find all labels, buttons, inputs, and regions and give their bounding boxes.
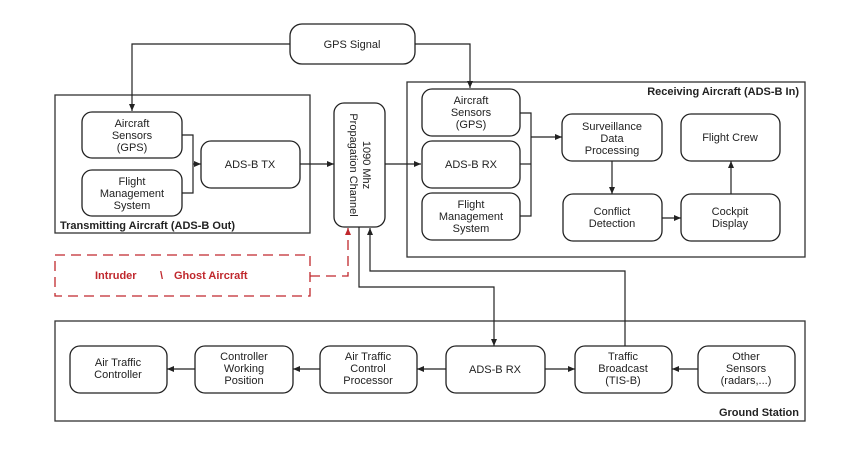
atc-processor-node: Air Traffic Control Processor <box>319 345 418 394</box>
surveillance-processing-node: Surveillance Data Processing <box>561 113 663 162</box>
propagation-channel-node: 1090 Mhz Propagation Channel <box>333 102 386 228</box>
connectors <box>129 43 734 372</box>
svg-text:Cockpit: Cockpit <box>712 206 749 218</box>
rx-fms-node: Flight Management System <box>421 192 521 241</box>
svg-text:ADS-B RX: ADS-B RX <box>469 364 522 376</box>
svg-text:(TIS-B): (TIS-B) <box>605 375 640 387</box>
svg-text:1090 Mhz: 1090 Mhz <box>360 141 372 189</box>
ground-ads-b-rx-node: ADS-B RX <box>445 345 546 394</box>
svg-text:Sensors: Sensors <box>726 363 767 375</box>
svg-text:Flight Crew: Flight Crew <box>702 132 758 144</box>
svg-text:Propagation Channel: Propagation Channel <box>347 113 359 216</box>
svg-text:Aircraft: Aircraft <box>115 118 150 130</box>
cockpit-display-node: Cockpit Display <box>680 193 781 242</box>
rx-aircraft-sensors-node: Aircraft Sensors (GPS) <box>421 88 521 137</box>
svg-text:System: System <box>453 223 490 235</box>
ground-station-frame <box>54 320 806 422</box>
flight-crew-node: Flight Crew <box>680 113 781 162</box>
svg-text:Working: Working <box>224 363 264 375</box>
svg-text:Flight: Flight <box>458 199 485 211</box>
svg-text:Management: Management <box>100 188 164 200</box>
svg-text:Display: Display <box>712 218 749 230</box>
svg-text:Other: Other <box>732 351 760 363</box>
ground-title: Ground Station <box>719 407 799 419</box>
svg-text:Data: Data <box>600 133 624 145</box>
svg-text:ADS-B TX: ADS-B TX <box>225 159 276 171</box>
svg-text:Broadcast: Broadcast <box>598 363 648 375</box>
svg-text:Processor: Processor <box>343 375 393 387</box>
svg-text:Position: Position <box>224 375 263 387</box>
svg-text:(radars,...): (radars,...) <box>721 375 772 387</box>
tx-aircraft-sensors-node: Aircraft Sensors (GPS) <box>81 111 183 159</box>
svg-text:Traffic: Traffic <box>608 351 638 363</box>
receiving-aircraft-frame <box>406 81 806 258</box>
svg-text:Sensors: Sensors <box>451 107 492 119</box>
receiving-title: Receiving Aircraft (ADS-B In) <box>647 86 799 98</box>
rx-ads-b-rx-node: ADS-B RX <box>421 140 521 189</box>
svg-text:Controller: Controller <box>220 351 268 363</box>
svg-text:Air Traffic: Air Traffic <box>95 357 142 369</box>
svg-text:GPS Signal: GPS Signal <box>324 39 381 51</box>
svg-text:Detection: Detection <box>589 218 635 230</box>
svg-text:Sensors: Sensors <box>112 130 153 142</box>
svg-text:ADS-B RX: ADS-B RX <box>445 159 498 171</box>
svg-text:Conflict: Conflict <box>594 206 631 218</box>
tx-fms-node: Flight Management System <box>81 169 183 217</box>
svg-text:Controller: Controller <box>94 369 142 381</box>
intruder-ghost-aircraft-node: Intruder \ Ghost Aircraft <box>54 254 311 297</box>
svg-text:System: System <box>114 200 151 212</box>
svg-text:Intruder: Intruder <box>95 270 137 282</box>
svg-text:Flight: Flight <box>119 176 146 188</box>
ads-b-tx-node: ADS-B TX <box>200 140 301 189</box>
air-traffic-controller-node: Air Traffic Controller <box>69 345 168 394</box>
svg-text:(GPS): (GPS) <box>456 119 487 131</box>
svg-text:Management: Management <box>439 211 503 223</box>
svg-text:Air Traffic: Air Traffic <box>345 351 392 363</box>
svg-text:Control: Control <box>350 363 385 375</box>
svg-text:Surveillance: Surveillance <box>582 121 642 133</box>
svg-text:Aircraft: Aircraft <box>454 95 489 107</box>
svg-text:Processing: Processing <box>585 145 639 157</box>
conflict-detection-node: Conflict Detection <box>562 193 663 242</box>
controller-working-position-node: Controller Working Position <box>194 345 294 394</box>
gps-signal-node: GPS Signal <box>289 23 416 65</box>
svg-text:\: \ <box>160 270 163 282</box>
svg-text:Ghost Aircraft: Ghost Aircraft <box>174 270 248 282</box>
transmitting-title: Transmitting Aircraft (ADS-B Out) <box>60 220 235 232</box>
svg-text:(GPS): (GPS) <box>117 142 148 154</box>
tis-b-node: Traffic Broadcast (TIS-B) <box>574 345 673 394</box>
other-sensors-node: Other Sensors (radars,...) <box>697 345 796 394</box>
